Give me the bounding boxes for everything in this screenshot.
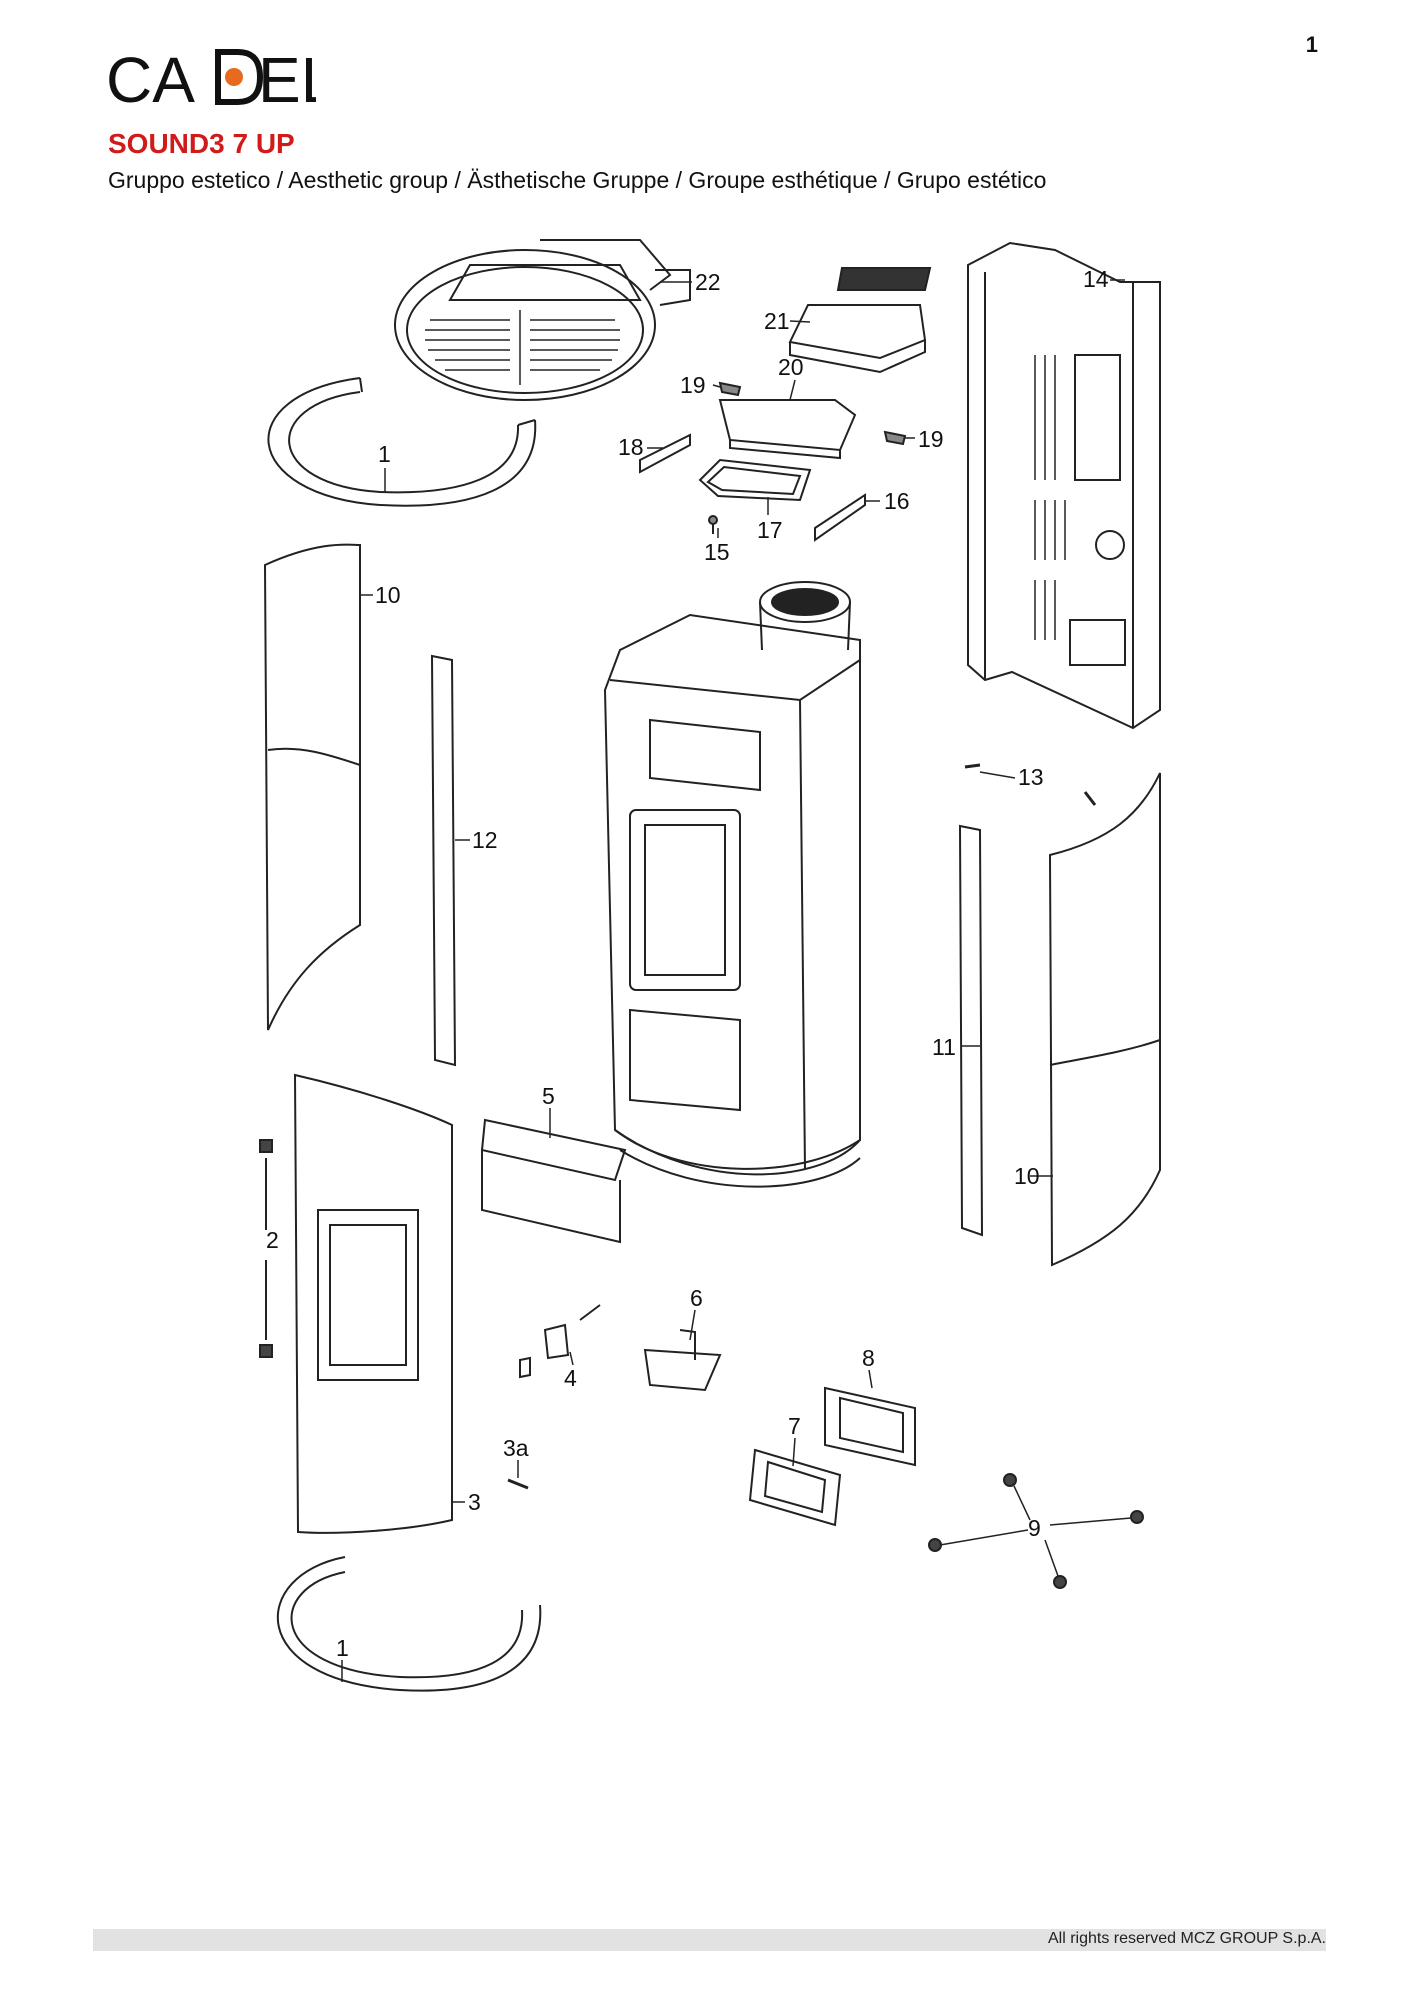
part-back-panel [967,241,1161,730]
callout-22: 22 [695,269,721,295]
model-title: SOUND3 7 UP [108,128,295,159]
part-9-feet [928,1473,1144,1589]
part-front-door [293,1073,453,1534]
part-3a-screw [507,1478,529,1490]
part-6-handle [643,1329,722,1392]
callout-6: 6 [690,1285,703,1311]
part-4-latch [519,1304,601,1379]
part-21 [788,267,932,374]
part-19-screws [718,381,907,446]
callout-19b: 19 [918,426,944,452]
part-top-ring [267,377,537,507]
leader-lines [341,279,1132,1682]
part-5-plate [480,1118,627,1244]
callout-5: 5 [542,1083,555,1109]
footer-copyright: All rights reserved MCZ GROUP S.p.A. [1048,1930,1326,1947]
part-side-panel-right [1048,772,1161,1267]
callout-21: 21 [764,308,790,334]
part-13-screws [964,763,1097,806]
page-number: 1 [1305,32,1318,57]
brand-left: CA [106,46,195,108]
part-20 [718,399,857,460]
callout-12: 12 [472,827,498,853]
callout-13: 13 [1018,764,1044,790]
part-2-hinges [259,1139,273,1358]
callout-17: 17 [757,517,783,543]
callout-18: 18 [618,434,644,460]
part-7-frame [748,1448,842,1527]
part-16-rail [814,493,866,542]
part-top-grille [394,239,691,401]
callout-9: 9 [1028,1515,1041,1541]
callout-14: 14 [1083,266,1109,292]
callout-1-top: 1 [378,441,391,467]
brand-right: EL [258,46,316,108]
callout-8: 8 [862,1345,875,1371]
callout-3a: 3a [503,1435,529,1461]
callout-15: 15 [704,539,730,565]
callout-16: 16 [884,488,910,514]
callout-7: 7 [788,1413,801,1439]
callout-20: 20 [778,354,804,380]
callout-3: 3 [468,1489,481,1515]
callout-1-bottom: 1 [336,1635,349,1661]
callout-4: 4 [564,1365,577,1391]
page-subtitle: Gruppo estetico / Aesthetic group / Ästh… [108,167,1047,193]
part-stove-body [603,581,861,1188]
callout-2: 2 [266,1227,279,1253]
part-18-rail [639,433,691,474]
part-15-screw [708,515,718,534]
footer-bar [93,1929,1326,1951]
callout-11: 11 [932,1034,956,1060]
callout-19a: 19 [680,372,706,398]
callout-10-left: 10 [375,582,401,608]
part-8-frame [824,1386,916,1467]
brand-logo: CA EL [106,46,316,108]
part-side-panel-left [263,543,361,1031]
callout-10-right: 10 [1014,1163,1040,1189]
part-strip-left [430,654,457,1067]
part-bottom-ring [277,1556,542,1692]
part-17-gasket [698,458,812,502]
part-strip-right [958,824,984,1237]
